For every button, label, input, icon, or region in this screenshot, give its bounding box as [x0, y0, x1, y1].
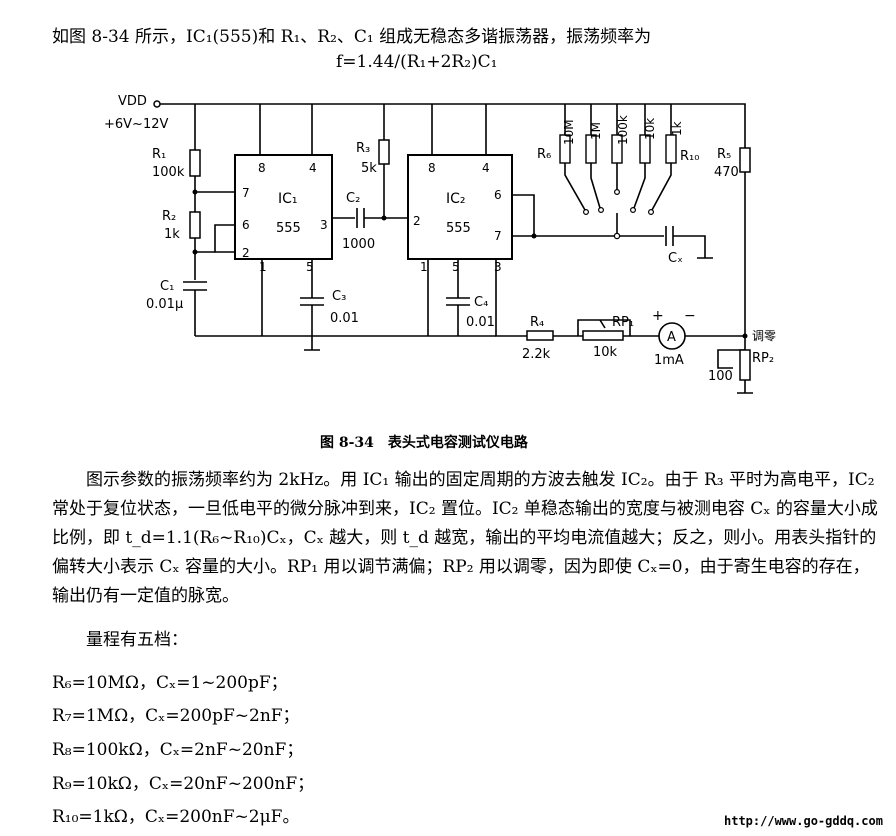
c2-label: C₂ — [346, 191, 360, 206]
ic2-pin6: 6 — [494, 188, 502, 202]
ic1-label: IC₁ — [278, 191, 298, 207]
ic2-label: IC₂ — [446, 191, 466, 207]
r1-label: R₁ — [152, 147, 166, 162]
ic1-pin8: 8 — [258, 161, 266, 175]
ic1-pin7: 7 — [242, 186, 250, 200]
intro-line: 如图 8-34 所示，IC₁(555)和 R₁、R₂、C₁ 组成无稳态多谐振荡器… — [52, 27, 652, 47]
meter-range: 1mA — [654, 353, 684, 368]
c1-value: 0.01μ — [146, 297, 183, 312]
r1-value: 100k — [152, 165, 185, 180]
r4-resistor — [526, 330, 554, 341]
vdd-rail — [160, 103, 746, 148]
range-resistors — [559, 104, 677, 216]
cx-capacitor — [665, 226, 674, 246]
ic2-pin8: 8 — [428, 161, 436, 175]
zero-adjust-label: 调零 — [752, 329, 776, 343]
c3-value: 0.01 — [330, 311, 359, 326]
cx-label: Cₓ — [668, 251, 683, 266]
switch-common — [613, 232, 621, 240]
ic2-pin2: 2 — [413, 214, 421, 228]
vdd-label: VDD — [118, 94, 147, 109]
range-10m: 10M — [562, 119, 576, 145]
rp2-value: 100 — [708, 369, 733, 384]
meter-plus: + — [652, 308, 664, 324]
rp2-potentiometer[interactable] — [739, 349, 751, 381]
r1-resistor — [189, 149, 201, 177]
r5-label: R₅ — [717, 147, 731, 162]
meter-minus: − — [684, 308, 696, 324]
rp2-ground — [737, 380, 753, 394]
r3-value: 5k — [361, 161, 377, 176]
ground-symbol — [304, 336, 320, 351]
r6-label: R₆ — [537, 147, 551, 162]
r3-resistor — [378, 139, 390, 165]
ic2-pin4: 4 — [482, 161, 490, 175]
watermark-url: http://www.go-gddq.com — [724, 814, 883, 828]
ic1-pin3: 3 — [320, 218, 328, 232]
c4-capacitor — [446, 297, 470, 306]
r4-label: R₄ — [530, 315, 544, 330]
c3-capacitor — [300, 297, 324, 306]
capacitance-tester-schematic: VDD +6V~12V R₁ 100k R₂ 1k C₁ 0.01μ IC₁ 5… — [104, 94, 776, 394]
frequency-formula: f=1.44/(R₁+2R₂)C₁ — [336, 52, 498, 72]
ic1-pin4: 4 — [309, 161, 317, 175]
rp1-label: RP₁ — [612, 315, 634, 330]
r2-resistor — [189, 211, 201, 239]
ranges-intro: 量程有五档： — [86, 630, 188, 650]
r5-value: 470 — [714, 165, 739, 180]
c1-label: C₁ — [160, 279, 174, 294]
c3-label: C₃ — [332, 289, 346, 304]
ic2-pin5: 5 — [452, 260, 460, 274]
rp1-value: 10k — [593, 345, 618, 360]
r10-label: R₁₀ — [680, 149, 699, 164]
ic2-pin3: 3 — [494, 260, 502, 274]
ic2-chip — [407, 154, 513, 260]
c4-value: 0.01 — [466, 315, 495, 330]
range-item: R₆=10MΩ，Cₓ=1~200pF； — [52, 673, 288, 693]
c4-label: C₄ — [474, 295, 488, 310]
ic1-pin2: 2 — [242, 246, 250, 260]
range-1k: 1k — [670, 121, 684, 136]
ic2-pin1: 1 — [420, 260, 428, 274]
figure-caption: 图 8-34 表头式电容测试仪电路 — [320, 435, 528, 451]
c2-value: 1000 — [342, 237, 375, 252]
ic1-pin1: 1 — [259, 260, 267, 274]
ammeter-symbol: A — [667, 330, 676, 345]
r4-value: 2.2k — [522, 347, 551, 362]
ic2-pin7: 7 — [494, 229, 502, 243]
range-100k: 100k — [616, 115, 630, 145]
ic2-type: 555 — [446, 221, 471, 236]
range-item: R₉=10kΩ，Cₓ=20nF~200nF； — [52, 774, 315, 794]
range-item: R₈=100kΩ，Cₓ=2nF~20nF； — [52, 740, 304, 760]
range-1m: 1M — [589, 122, 603, 140]
ic1-chip — [234, 154, 333, 260]
c2-capacitor — [356, 208, 365, 228]
range-10k: 10k — [643, 118, 657, 140]
ic1-pin6: 6 — [242, 218, 250, 232]
rp1-potentiometer[interactable] — [582, 330, 624, 341]
r3-label: R₃ — [356, 141, 370, 156]
range-item: R₇=1MΩ，Cₓ=200pF~2nF； — [52, 706, 300, 726]
ic1-type: 555 — [276, 221, 301, 236]
r2-label: R₂ — [162, 209, 176, 224]
body-paragraph: 图示参数的振荡频率约为 2kHz。用 IC₁ 输出的固定周期的方波去触发 IC₂… — [52, 470, 878, 606]
rp2-label: RP₂ — [752, 351, 774, 366]
vdd-terminal — [153, 100, 161, 108]
supply-label: +6V~12V — [104, 117, 168, 132]
r5-resistor — [739, 147, 751, 173]
c1-capacitor — [183, 281, 207, 291]
r2-value: 1k — [164, 227, 180, 242]
range-item: R₁₀=1kΩ，Cₓ=200nF~2μF。 — [52, 807, 300, 827]
ic1-pin5: 5 — [306, 260, 314, 274]
